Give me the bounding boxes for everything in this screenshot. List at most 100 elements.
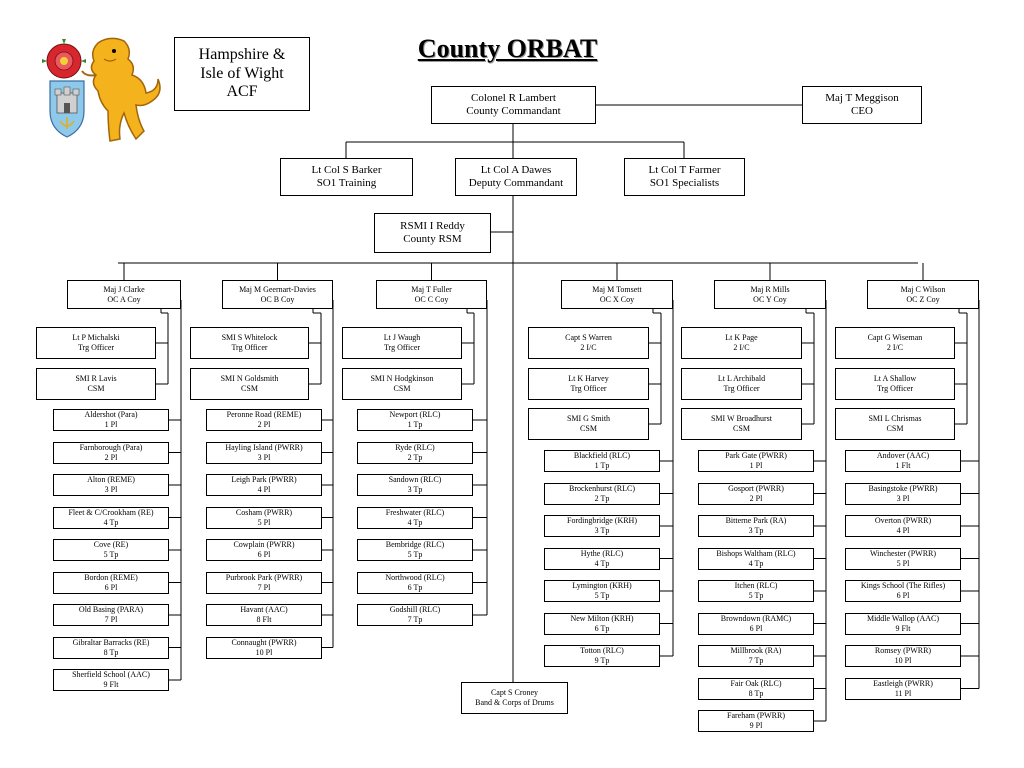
so1-specialists-name: Lt Col T Farmer [648, 163, 721, 176]
detachment-box: Gosport (PWRR)2 Pl [698, 482, 814, 505]
detachment-box: Cowplain (PWRR)6 Pl [206, 539, 322, 561]
detachment-box: Old Basing (PARA)7 Pl [53, 604, 169, 626]
detachment-box: Hayling Island (PWRR)3 Pl [206, 441, 322, 464]
staff-box-line-2: CSM [886, 424, 904, 433]
detachment-box: Fordingbridge (KRH)3 Tp [544, 515, 660, 537]
detachment-box-line-1: Bordon (REME) [84, 572, 138, 582]
detachment-box-line-1: Bitterne Park (RA) [725, 516, 787, 526]
detachment-box: Farnborough (Para)2 Pl [53, 441, 169, 464]
detachment-box-line-1: Connaught (PWRR) [231, 637, 297, 647]
staff-box-line-1: Lt K Harvey [568, 374, 609, 384]
detachment-box: Bitterne Park (RA)3 Tp [698, 515, 814, 537]
detachment-box-line-1: Overton (PWRR) [874, 516, 932, 526]
detachment-box: Winchester (PWRR)5 Pl [845, 547, 961, 570]
detachment-box-line-2: 11 Pl [894, 688, 912, 698]
deputy-commandant-box: Lt Col A Dawes Deputy Commandant [455, 158, 577, 196]
detachment-box: Overton (PWRR)4 Pl [845, 515, 961, 537]
detachment-box: Hythe (RLC)4 Tp [544, 547, 660, 570]
detachment-box: Freshwater (RLC)4 Tp [357, 506, 473, 529]
detachment-box-line-2: 7 Tp [748, 656, 764, 665]
detachment-box: Fareham (PWRR)9 Pl [698, 710, 814, 732]
staff-box-line-2: Trg Officer [231, 343, 268, 352]
staff-box-line-1: SMI W Broadhurst [710, 414, 773, 424]
detachment-box-line-2: 3 Tp [748, 526, 764, 535]
detachment-box: Fleet & C/Crookham (RE)4 Tp [53, 506, 169, 529]
rsm-role: County RSM [403, 233, 462, 245]
detachment-box-line-2: 10 Pl [255, 647, 273, 657]
detachment-box-line-2: 2 Tp [407, 452, 423, 462]
detachment-box-line-1: Cowplain (PWRR) [233, 540, 295, 550]
detachment-box: Havant (AAC)8 Flt [206, 604, 322, 626]
oc-box-line-1: Maj M Tomsett [592, 284, 642, 294]
detachment-box: Romsey (PWRR)10 Pl [845, 645, 961, 667]
shield-icon [49, 80, 85, 138]
detachment-box-line-2: 3 Pl [896, 493, 910, 503]
oc-box-line-1: Maj T Fuller [411, 284, 452, 294]
commandant-box: Colonel R Lambert County Commandant [431, 86, 596, 124]
county-crest-logo [42, 37, 161, 142]
oc-box-line-2: OC A Coy [107, 294, 141, 304]
detachment-box: Sherfield School (AAC)9 Flt [53, 669, 169, 691]
detachment-box-line-2: 6 Pl [749, 623, 763, 633]
staff-box-line-2: Trg Officer [723, 384, 760, 393]
detachment-box-line-1: Northwood (RLC) [385, 572, 445, 582]
lion-icon [81, 37, 161, 142]
staff-box-line-2: 2 I/C [886, 343, 904, 352]
detachment-box-line-1: Totton (RLC) [580, 646, 624, 656]
staff-box-line-1: Capt S Warren [565, 333, 612, 343]
detachment-box-line-1: Itchen (RLC) [734, 581, 778, 591]
detachment-box-line-1: Farnborough (Para) [79, 442, 143, 452]
detachment-box: Gibraltar Barracks (RE)8 Tp [53, 636, 169, 659]
ceo-role: CEO [851, 105, 873, 117]
detachment-box-line-1: Fordingbridge (KRH) [567, 516, 637, 526]
detachment-box-line-1: Gosport (PWRR) [728, 483, 784, 493]
detachment-box-line-2: 4 Pl [257, 485, 271, 494]
detachment-box-line-2: 5 Tp [103, 550, 119, 559]
detachment-box-line-2: 3 Tp [407, 485, 423, 494]
detachment-box-line-2: 8 Flt [256, 615, 272, 624]
detachment-box-line-2: 2 Pl [749, 493, 763, 503]
detachment-box-line-1: Fleet & C/Crookham (RE) [68, 507, 154, 517]
staff-box-line-2: CSM [733, 424, 750, 433]
detachment-box-line-2: 1 Tp [407, 420, 423, 429]
detachment-box-line-2: 4 Tp [103, 517, 119, 527]
page-title: County ORBAT [417, 34, 598, 63]
detachment-box-line-1: Hythe (RLC) [580, 548, 624, 558]
staff-box-line-1: Lt J Waugh [383, 333, 421, 343]
detachment-box-line-2: 5 Tp [748, 591, 764, 600]
detachment-box-line-1: New Milton (KRH) [570, 613, 634, 623]
detachment-box-line-2: 4 Pl [896, 526, 910, 535]
detachment-box: Bordon (REME)6 Pl [53, 571, 169, 594]
detachment-box-line-2: 9 Pl [749, 721, 763, 730]
rose-icon [42, 39, 86, 79]
staff-box-line-2: CSM [393, 384, 411, 393]
so1-training-box: Lt Col S Barker SO1 Training [280, 158, 413, 196]
detachment-box-line-1: Gibraltar Barracks (RE) [72, 637, 150, 647]
detachment-box-line-1: Basingstoke (PWRR) [868, 483, 938, 493]
rsm-name: RSMI I Reddy [400, 219, 465, 232]
oc-box-line-2: OC C Coy [414, 294, 449, 304]
detachment-box: Totton (RLC)9 Tp [544, 645, 660, 667]
oc-box-line-2: OC X Coy [599, 294, 635, 304]
unit-name-line-3: ACF [226, 83, 258, 101]
detachment-box-line-2: 6 Pl [257, 550, 271, 559]
staff-box-line-2: Trg Officer [77, 343, 115, 352]
detachment-box-line-1: Bembridge (RLC) [385, 540, 445, 550]
detachment-box: Newport (RLC)1 Tp [357, 409, 473, 431]
detachment-box-line-1: Purbrook Park (PWRR) [225, 572, 303, 582]
detachment-box: Eastleigh (PWRR)11 Pl [845, 677, 961, 700]
detachment-box-line-1: Sandown (RLC) [388, 475, 442, 485]
detachment-box-line-2: 5 Tp [594, 591, 610, 600]
